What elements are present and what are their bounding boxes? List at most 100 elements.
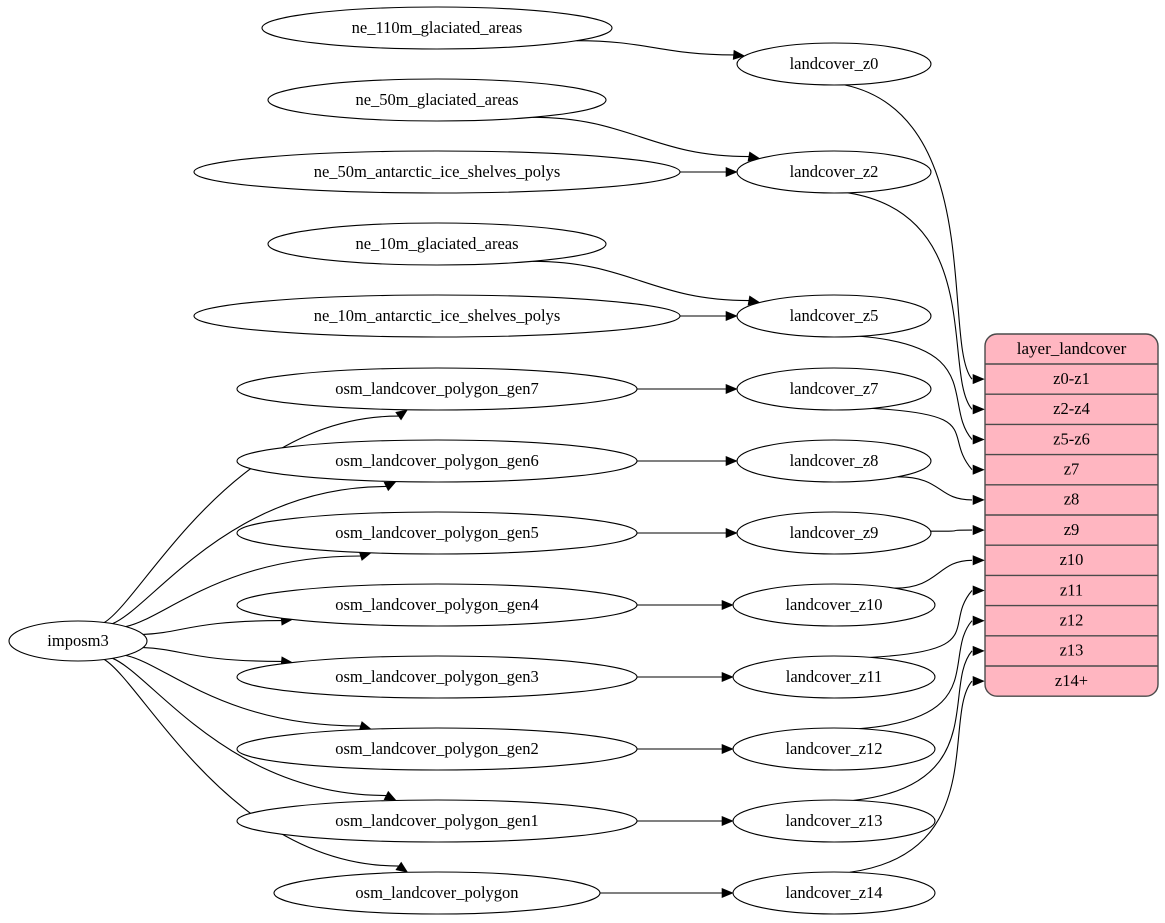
table-row-z13[interactable]: z13 — [1060, 641, 1084, 660]
edge-landcover_z2-to-z2-z4 — [847, 192, 973, 410]
edge-osm_landcover_polygon-to-landcover_z14-arrow — [721, 887, 734, 899]
node-layer: imposm3 ne_110m_glaciated_areas ne_50m_gla… — [8, 6, 936, 915]
node-shape — [736, 367, 932, 411]
edge-landcover_z14-to-z14+ — [849, 680, 973, 873]
edge-osm_landcover_polygon_gen1-to-landcover_z13-arrow — [721, 815, 734, 827]
node-label: landcover_z8 — [790, 451, 879, 470]
edge-ne_10m_antarctic_ice_shelves_polys-to-landcover_z5-arrow — [725, 310, 738, 322]
node-shape — [236, 727, 638, 771]
edge-landcover_z11-to-z11 — [870, 590, 973, 658]
node-shape — [193, 294, 681, 338]
table-row-z7[interactable]: z7 — [1064, 459, 1080, 478]
node-label: landcover_z14 — [785, 883, 882, 902]
edge-landcover_z13-to-z13 — [853, 650, 973, 801]
node-label: landcover_z12 — [785, 739, 882, 758]
node-shape — [273, 871, 601, 915]
edge-landcover_z8-to-z8-arrow — [972, 494, 985, 505]
edge-imposm3-to-osm_landcover_polygon_gen1-arrow — [383, 790, 397, 801]
table-row-z10[interactable]: z10 — [1060, 550, 1084, 569]
node-osm_landcover_polygon_gen1[interactable]: osm_landcover_polygon_gen1 — [236, 799, 638, 843]
node-label: landcover_z5 — [790, 306, 879, 325]
layer-landcover-table: layer_landcover z0-z1 z2-z4 z5-z6 z7 z8 z9 z10 z… — [984, 333, 1159, 697]
node-label: osm_landcover_polygon_gen3 — [335, 667, 538, 686]
edge-landcover_z10-to-z10 — [894, 559, 973, 589]
node-ne_50m_antarctic_ice_shelves_polys[interactable]: ne_50m_antarctic_ice_shelves_polys — [193, 150, 681, 194]
node-landcover_z9[interactable]: landcover_z9 — [736, 511, 932, 555]
edge-landcover_z5-to-z5-z6-arrow — [972, 434, 985, 445]
node-osm_landcover_polygon_gen4[interactable]: osm_landcover_polygon_gen4 — [236, 583, 638, 627]
edge-ne_110m_glaciated_areas-to-landcover_z0-arrow — [732, 49, 746, 60]
edge-osm_landcover_polygon_gen6-to-landcover_z8-arrow — [725, 455, 738, 467]
node-landcover_z5[interactable]: landcover_z5 — [736, 294, 932, 338]
edge-imposm3-to-osm_landcover_polygon_gen4 — [143, 620, 282, 636]
table-row-z12[interactable]: z12 — [1060, 610, 1084, 629]
node-landcover_z13[interactable]: landcover_z13 — [732, 799, 936, 843]
node-landcover_z11[interactable]: landcover_z11 — [732, 655, 936, 699]
node-shape — [236, 367, 638, 411]
table-row-z9[interactable]: z9 — [1064, 520, 1080, 539]
node-ne_110m_glaciated_areas[interactable]: ne_110m_glaciated_areas — [261, 6, 613, 50]
edge-osm_landcover_polygon_gen7-to-landcover_z7-arrow — [725, 383, 738, 395]
node-label: landcover_z2 — [790, 162, 879, 181]
node-shape — [732, 727, 936, 771]
table-row-label: z11 — [1060, 580, 1083, 599]
node-shape — [261, 6, 613, 50]
edge-imposm3-to-osm_landcover_polygon_gen7-arrow — [395, 409, 409, 421]
node-landcover_z8[interactable]: landcover_z8 — [736, 439, 932, 483]
node-landcover_z10[interactable]: landcover_z10 — [732, 583, 936, 627]
edge-landcover_z14-to-z14+-arrow — [972, 676, 985, 687]
node-label: osm_landcover_polygon_gen7 — [335, 379, 538, 398]
node-label: landcover_z9 — [790, 523, 879, 542]
node-label: ne_50m_glaciated_areas — [355, 90, 518, 109]
node-label: landcover_z13 — [785, 811, 882, 830]
node-landcover_z0[interactable]: landcover_z0 — [736, 42, 932, 86]
node-ne_10m_antarctic_ice_shelves_polys[interactable]: ne_10m_antarctic_ice_shelves_polys — [193, 294, 681, 338]
node-osm_landcover_polygon_gen2[interactable]: osm_landcover_polygon_gen2 — [236, 727, 638, 771]
table-row-z5-z6[interactable]: z5-z6 — [1053, 429, 1090, 448]
table-row-z0-z1[interactable]: z0-z1 — [1053, 369, 1090, 388]
node-landcover_z2[interactable]: landcover_z2 — [736, 150, 932, 194]
edge-osm_landcover_polygon_gen5-to-landcover_z9-arrow — [725, 527, 738, 539]
node-osm_landcover_polygon_gen7[interactable]: osm_landcover_polygon_gen7 — [236, 367, 638, 411]
table-row-z14+[interactable]: z14+ — [1055, 671, 1088, 690]
edge-layer — [104, 40, 985, 899]
table-row-label: z2-z4 — [1053, 399, 1090, 418]
table-header-row: layer_landcover — [1017, 339, 1127, 358]
node-shape — [736, 150, 932, 194]
table-row-label: z0-z1 — [1053, 369, 1090, 388]
node-landcover_z14[interactable]: landcover_z14 — [732, 871, 936, 915]
node-shape — [236, 799, 638, 843]
node-label: osm_landcover_polygon — [355, 883, 518, 902]
node-shape — [267, 78, 607, 122]
node-osm_landcover_polygon_gen3[interactable]: osm_landcover_polygon_gen3 — [236, 655, 638, 699]
edge-landcover_z10-to-z10-arrow — [972, 555, 985, 566]
node-shape — [193, 150, 681, 194]
edge-landcover_z0-to-z0-z1-arrow — [972, 374, 985, 385]
node-osm_landcover_polygon_gen5[interactable]: osm_landcover_polygon_gen5 — [236, 511, 638, 555]
table-row-z8[interactable]: z8 — [1064, 490, 1080, 509]
edge-landcover_z7-to-z7-arrow — [972, 464, 985, 475]
node-label: landcover_z11 — [786, 667, 883, 686]
edge-osm_landcover_polygon_gen3-to-landcover_z11-arrow — [721, 671, 734, 683]
node-ne_50m_glaciated_areas[interactable]: ne_50m_glaciated_areas — [267, 78, 607, 122]
table-row-label: z5-z6 — [1053, 429, 1090, 448]
edge-imposm3-to-osm_landcover_polygon-arrow — [395, 861, 409, 873]
node-ne_10m_glaciated_areas[interactable]: ne_10m_glaciated_areas — [267, 222, 607, 266]
node-imposm3[interactable]: imposm3 — [8, 620, 148, 662]
edge-landcover_z9-to-z9 — [930, 529, 973, 532]
node-osm_landcover_polygon[interactable]: osm_landcover_polygon — [273, 871, 601, 915]
edge-imposm3-to-osm_landcover_polygon_gen7 — [104, 415, 399, 623]
node-label: landcover_z7 — [790, 379, 879, 398]
node-shape — [736, 42, 932, 86]
table-row-z2-z4[interactable]: z2-z4 — [1053, 399, 1090, 418]
table-row-label: z12 — [1060, 610, 1084, 629]
node-shape — [236, 511, 638, 555]
table-row-label: z7 — [1064, 459, 1080, 478]
node-landcover_z7[interactable]: landcover_z7 — [736, 367, 932, 411]
edge-osm_landcover_polygon_gen2-to-landcover_z12-arrow — [721, 743, 734, 755]
node-osm_landcover_polygon_gen6[interactable]: osm_landcover_polygon_gen6 — [236, 439, 638, 483]
node-landcover_z12[interactable]: landcover_z12 — [732, 727, 936, 771]
edge-imposm3-to-osm_landcover_polygon_gen1 — [112, 657, 387, 797]
node-label: landcover_z0 — [790, 54, 879, 73]
table-row-z11[interactable]: z11 — [1060, 580, 1083, 599]
